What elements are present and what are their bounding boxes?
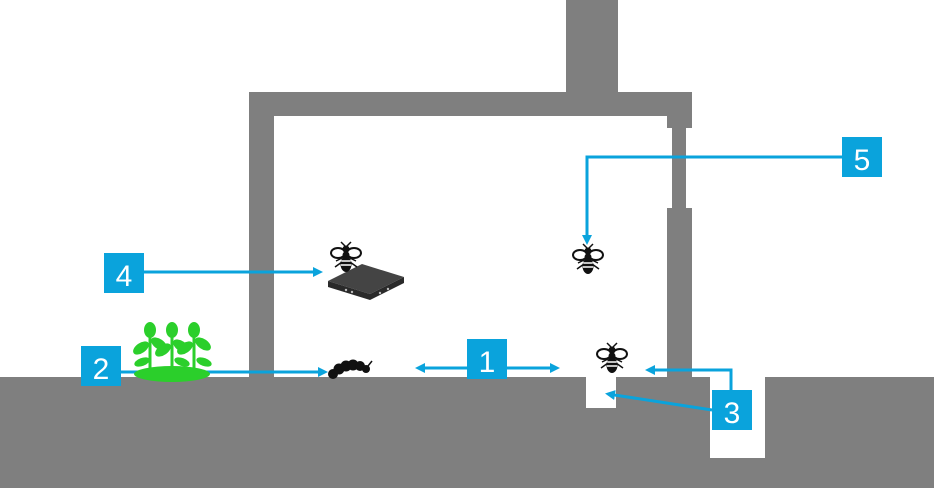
right-wall-lower <box>667 208 692 378</box>
ground <box>0 377 934 488</box>
building <box>249 0 692 378</box>
roof <box>249 92 692 116</box>
plant-icon <box>133 322 212 382</box>
bee-icon-inside <box>572 243 604 274</box>
right-wall-post <box>672 126 686 212</box>
svg-text:2: 2 <box>93 353 110 386</box>
caterpillar-icon <box>328 359 373 379</box>
label-2: 2 <box>81 346 121 386</box>
svg-text:4: 4 <box>116 260 133 293</box>
svg-text:1: 1 <box>479 346 496 379</box>
label-4: 4 <box>104 253 144 293</box>
arrow-3-lower <box>605 390 713 412</box>
chimney <box>566 0 618 95</box>
label-1: 1 <box>467 339 507 379</box>
device-icon <box>328 264 404 300</box>
bee-icon-on-device <box>330 241 362 272</box>
roof-right-corner <box>667 92 692 128</box>
label-5: 5 <box>842 137 882 177</box>
svg-text:5: 5 <box>854 144 871 177</box>
bee-icon-near-entrance <box>596 342 628 373</box>
label-3: 3 <box>712 390 752 430</box>
arrow-3-upper <box>645 365 733 390</box>
svg-text:3: 3 <box>724 397 741 430</box>
left-wall <box>249 92 274 378</box>
arrow-5 <box>582 155 842 245</box>
